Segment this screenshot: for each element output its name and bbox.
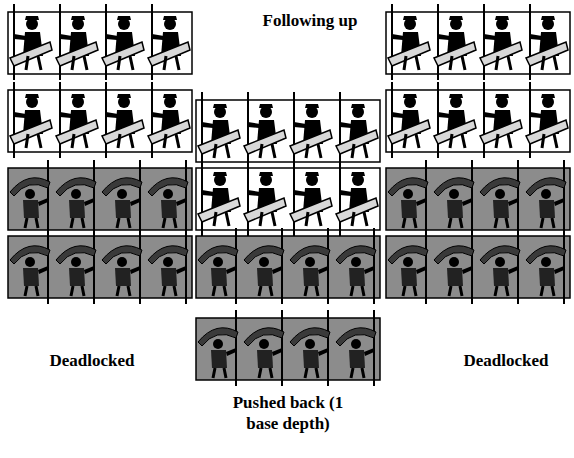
grey-base-row [386, 160, 570, 236]
white-base-row [386, 4, 570, 80]
phase-label: Following up [230, 10, 390, 31]
grey-base-row [8, 228, 192, 304]
white-base-row [8, 4, 192, 80]
grey-base-row [196, 228, 380, 304]
status-label: Pushed back (1 base depth) [228, 392, 348, 434]
white-base-row [196, 160, 380, 236]
grey-base-row [196, 310, 380, 386]
status-label: Deadlocked [436, 350, 574, 371]
white-base-row [8, 82, 192, 158]
white-base-row [196, 92, 380, 168]
white-base-row [386, 82, 570, 158]
status-label: Deadlocked [22, 350, 162, 371]
grey-base-row [386, 228, 570, 304]
grey-base-row [8, 160, 192, 236]
